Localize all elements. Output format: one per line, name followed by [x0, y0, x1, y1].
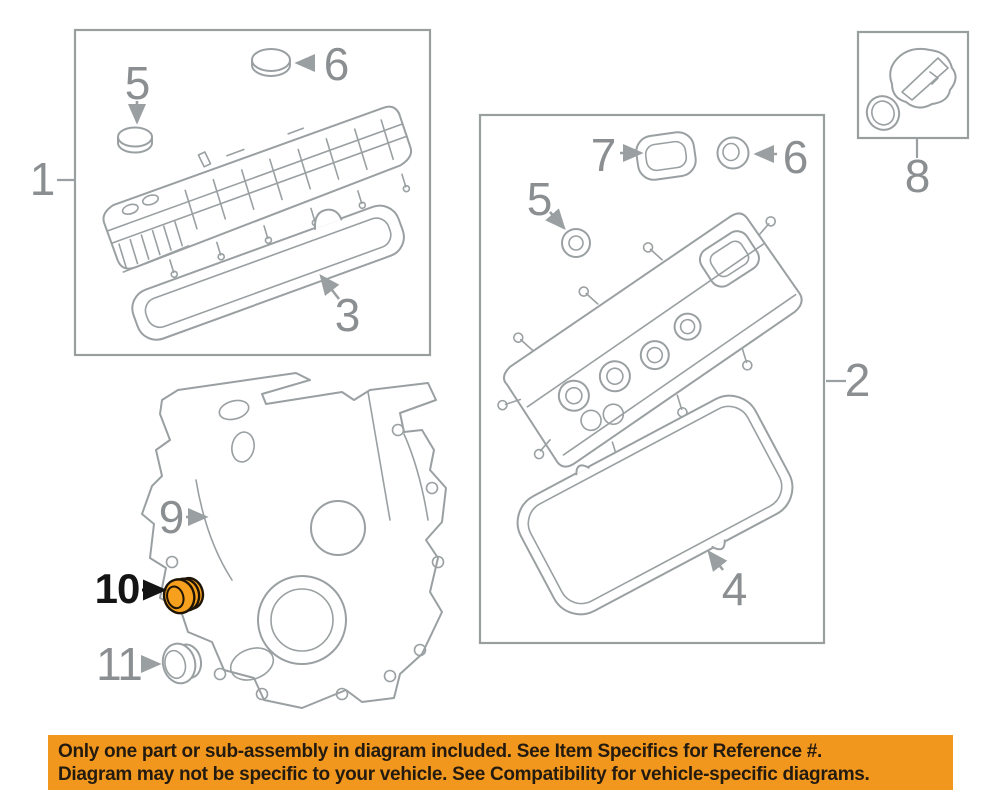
left-cover-gasket-drawing — [131, 204, 405, 341]
panel-valve-cover-right — [478, 113, 826, 645]
panel-valve-cover-left — [73, 28, 432, 357]
right-valve-cover-drawing — [497, 212, 803, 468]
oil-filler-cap-drawing — [889, 47, 957, 109]
banner-line-1: Only one part or sub-assembly in diagram… — [58, 740, 822, 762]
callout-10-highlighted: 10 — [94, 565, 141, 612]
callout-5-right: 5 — [526, 173, 553, 225]
callout-6-right: 6 — [782, 131, 809, 183]
crank-seal-highlighted-drawing — [162, 576, 205, 615]
panel-oil-filler-cap — [856, 30, 970, 140]
callout-8: 8 — [904, 150, 931, 202]
callout-11: 11 — [96, 638, 143, 690]
right-cover-gasket-drawing — [516, 394, 794, 616]
tube-seal-left-drawing — [117, 126, 153, 154]
round-seal-right-drawing — [716, 136, 750, 170]
callout-5-left: 5 — [124, 57, 151, 109]
banner-line-2: Diagram may not be specific to your vehi… — [58, 763, 870, 785]
arrow-to-tube-seal-right — [545, 208, 566, 230]
timing-cover-drawing — [141, 372, 447, 709]
callout-2: 2 — [844, 354, 871, 406]
seal-cup-drawing — [161, 642, 203, 685]
callout-6-left: 6 — [323, 38, 350, 90]
left-valve-cover-drawing — [102, 105, 413, 279]
callout-9: 9 — [158, 491, 185, 543]
callout-4: 4 — [721, 563, 748, 615]
arrow-to-left-gasket — [319, 273, 341, 300]
cap-oring-drawing — [865, 95, 901, 131]
callout-7: 7 — [590, 129, 617, 181]
disclaimer-banner: Only one part or sub-assembly in diagram… — [48, 735, 953, 790]
arrow-to-right-gasket — [707, 549, 728, 572]
oval-seal-left-drawing — [251, 48, 291, 77]
callout-1: 1 — [29, 153, 56, 205]
oval-gasket-right-drawing — [635, 131, 697, 181]
callout-3: 3 — [334, 289, 361, 341]
tube-seal-right-drawing — [561, 228, 591, 258]
